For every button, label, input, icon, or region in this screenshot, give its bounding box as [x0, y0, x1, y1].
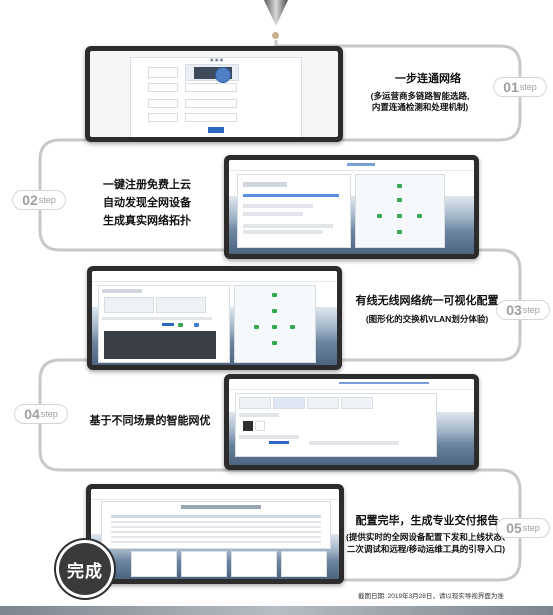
step3-badge-label: step [522, 305, 540, 315]
step2-badge: 02 step [12, 190, 66, 210]
step5-title: 配置完毕，生成专业交付报告 [355, 515, 499, 527]
bottom-decor-band [0, 606, 553, 615]
step3-title: 有线无线网络统一可视化配置 [355, 295, 499, 307]
step5-badge: 05 step [496, 518, 550, 538]
step3-desc: (图形化的交换机VLAN划分体验) [365, 314, 489, 324]
step4-title: 基于不同场景的智能网优 [89, 415, 211, 427]
step2-line2: 自动发现全网设备 [103, 197, 191, 209]
step1-badge: 01 step [493, 77, 547, 97]
step4-badge-label: step [40, 409, 58, 419]
step5-badge-label: step [522, 523, 540, 533]
step2-badge-number: 02 [22, 192, 38, 208]
step5-desc-line2: 二次调试和远程/移动运维工具的引导入口) [346, 544, 506, 554]
step2-screenshot [224, 155, 479, 259]
step3-badge: 03 step [496, 300, 550, 320]
step3-screenshot [87, 266, 342, 370]
step1-screenshot: ▣ ▣ ▣ [85, 46, 343, 142]
step2-badge-label: step [38, 195, 56, 205]
step5-screenshot [86, 484, 344, 584]
step2-line1: 一键注册免费上云 [103, 179, 191, 191]
step1-desc-line1: (多运营商多链路智能选路, [370, 91, 470, 101]
step1-desc-line2: 内置连通检测和处理机制) [371, 102, 469, 112]
step5-desc-line1: (提供实时的全网设备配置下发和上线状态、 [346, 532, 511, 542]
step1-title: 一步连通网络 [395, 73, 461, 85]
step2-line3: 生成真实网络拓扑 [103, 215, 191, 227]
step1-badge-number: 01 [503, 79, 519, 95]
complete-badge: 完成 [56, 540, 114, 598]
step4-badge: 04 step [14, 404, 68, 424]
complete-badge-label: 完成 [67, 561, 103, 581]
screenshot-date-note: 截图日期: 2019年3月28日，请以现实导视界面为准 [358, 593, 504, 600]
step3-badge-number: 03 [506, 302, 522, 318]
step4-badge-number: 04 [24, 406, 40, 422]
track-start-dot [272, 32, 279, 39]
step5-badge-number: 05 [506, 520, 522, 536]
step4-screenshot [224, 374, 479, 470]
arrow-cone-icon [264, 0, 288, 26]
step1-badge-label: step [519, 82, 537, 92]
